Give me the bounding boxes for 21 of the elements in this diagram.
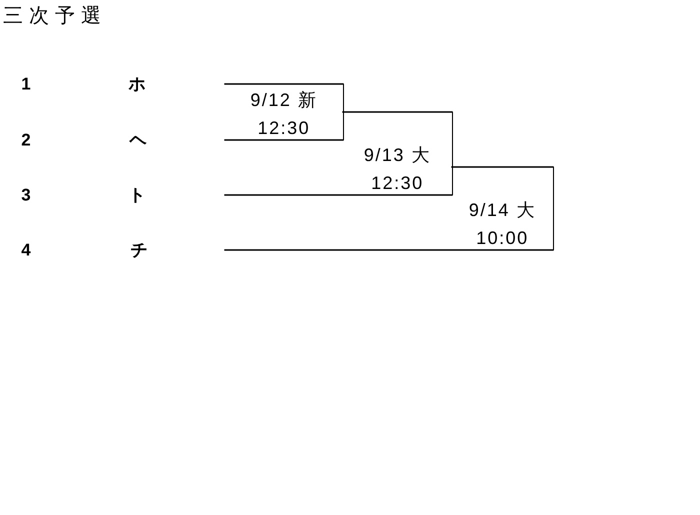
match-time: 12:30 bbox=[371, 174, 424, 192]
match-time: 12:30 bbox=[258, 119, 310, 137]
bracket-line bbox=[342, 111, 453, 113]
match-date: 9/13 大 bbox=[364, 146, 431, 164]
team-name: ト bbox=[128, 186, 146, 204]
team-name: ホ bbox=[128, 76, 146, 92]
bracket-line bbox=[224, 83, 344, 85]
bracket-line bbox=[224, 249, 554, 251]
match-date: 9/12 新 bbox=[250, 91, 318, 109]
bracket-line bbox=[224, 139, 344, 141]
seed-number: 2 bbox=[21, 132, 31, 148]
match-date: 9/14 大 bbox=[468, 201, 536, 219]
team-name: チ bbox=[130, 242, 148, 258]
bracket-line bbox=[224, 194, 453, 196]
seed-number: 4 bbox=[21, 242, 31, 258]
bracket-line bbox=[451, 166, 554, 168]
match-time: 10:00 bbox=[476, 229, 529, 247]
team-name: ヘ bbox=[130, 132, 146, 148]
seed-number: 3 bbox=[21, 186, 31, 204]
seed-number: 1 bbox=[21, 76, 31, 92]
title: 三次予選 bbox=[3, 6, 107, 26]
